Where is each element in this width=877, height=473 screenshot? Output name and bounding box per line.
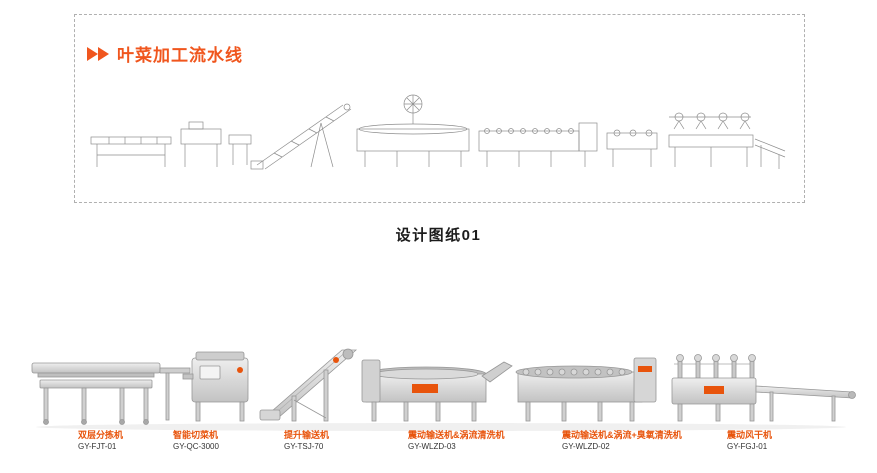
equipment-label: 提升输送机 GY-TSJ-70 (284, 430, 329, 452)
lift-conveyor-illustration (259, 348, 358, 422)
equipment-model: GY-TSJ-70 (284, 442, 324, 451)
equipment-label: 震动输送机&涡流+臭氧清洗机 GY-WLZD-02 (562, 430, 682, 452)
equipment-name: 震动风干机 (727, 430, 773, 440)
equipment-model: GY-QC-3000 (173, 442, 219, 451)
sorter-machine-illustration (31, 362, 161, 425)
outfeed-conveyor-illustration (755, 385, 856, 422)
play-arrow-icon (87, 46, 98, 61)
page-title: 叶菜加工流水线 (117, 46, 243, 65)
equipment-name: 震动输送机&涡流清洗机 (408, 430, 505, 440)
blueprint-line-drawing (90, 94, 786, 170)
drawing-caption: 设计图纸01 (395, 227, 482, 244)
equipment-model: GY-WLZD-02 (562, 442, 610, 451)
equipment-label: 震动风干机 GY-FGJ-01 (727, 430, 772, 452)
equipment-model: GY-FGJ-01 (727, 442, 768, 451)
equipment-label: 震动输送机&涡流清洗机 GY-WLZD-03 (408, 430, 505, 452)
equipment-model: GY-FJT-01 (78, 442, 117, 451)
equipment-name: 震动输送机&涡流+臭氧清洗机 (562, 430, 682, 440)
play-arrow-icon (98, 46, 109, 61)
panel-title: 叶菜加工流水线 (87, 41, 243, 66)
equipment-label: 双层分拣机 GY-FJT-01 (78, 430, 123, 452)
equipment-label: 智能切菜机 GY-QC-3000 (173, 430, 219, 452)
vortex-washer-illustration (361, 359, 513, 422)
ground-shadow (36, 423, 846, 431)
ozone-washer-illustration (515, 357, 657, 422)
equipment-model: GY-WLZD-03 (408, 442, 456, 451)
cutter-machine-illustration (182, 351, 249, 422)
equipment-name: 提升输送机 (284, 430, 330, 440)
equipment-name: 智能切菜机 (173, 430, 219, 440)
equipment-labels: 双层分拣机 GY-FJT-01 智能切菜机 GY-QC-3000 提升输送机 G… (0, 430, 877, 466)
air-dryer-illustration (671, 354, 757, 422)
equipment-render-illustration (31, 348, 856, 431)
equipment-name: 双层分拣机 (78, 430, 124, 440)
design-drawing-panel: 叶菜加工流水线 (74, 14, 805, 203)
